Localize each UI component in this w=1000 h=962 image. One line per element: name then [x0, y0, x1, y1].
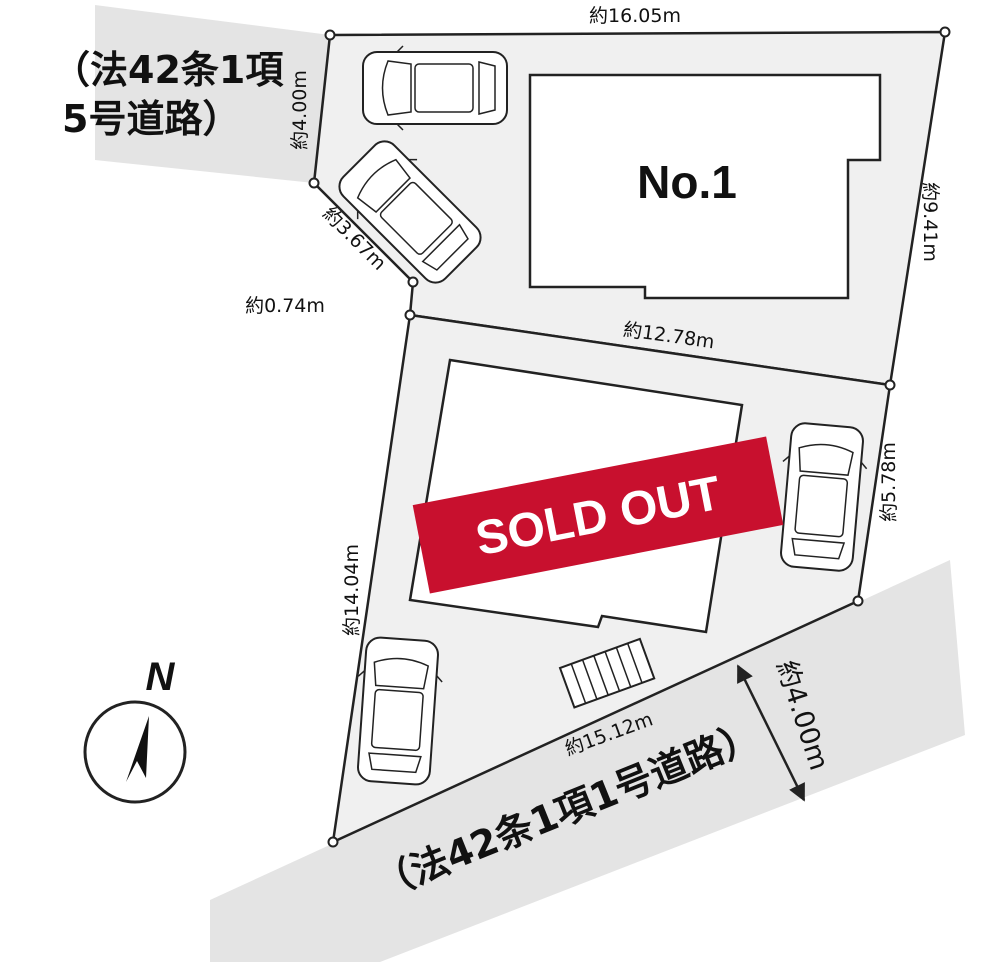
upper-left-road — [95, 5, 330, 183]
vertex-marker — [884, 379, 896, 391]
parking-car — [350, 635, 446, 787]
dim-no1-offset: 約0.74m — [245, 295, 325, 317]
dim-no1-left-upper: 約4.00m — [289, 70, 311, 150]
north-arrow-icon — [126, 716, 149, 782]
boundary-vertices — [308, 26, 951, 848]
upper-road-label-line1: （法42条1項 — [52, 48, 284, 92]
sold-out-background — [412, 436, 784, 594]
building-no1 — [528, 73, 882, 300]
dim-no1-top: 約16.05m — [589, 5, 681, 27]
vertex-marker — [308, 177, 320, 189]
vertex-marker — [939, 26, 951, 38]
entrance-stairs — [558, 637, 656, 709]
vertex-marker — [327, 836, 339, 848]
north-compass: N — [83, 655, 187, 804]
compass-ring — [83, 700, 187, 804]
road-width-arrow — [736, 664, 806, 802]
dim-no2-right: 約5.78m — [878, 442, 900, 522]
vertex-marker — [852, 595, 864, 607]
dim-no2-left: 約14.04m — [341, 544, 363, 636]
vertex-marker — [404, 309, 416, 321]
dim-no1-right: 約9.41m — [919, 182, 941, 262]
plot-no1-label: No.1 — [637, 156, 737, 208]
bottom-road — [210, 560, 965, 962]
vertex-marker — [407, 276, 419, 288]
parking-car — [362, 45, 508, 131]
compass-north-label: N — [146, 655, 176, 699]
vertex-marker — [324, 29, 336, 41]
upper-road-label-line2: 5号道路） — [62, 97, 240, 141]
